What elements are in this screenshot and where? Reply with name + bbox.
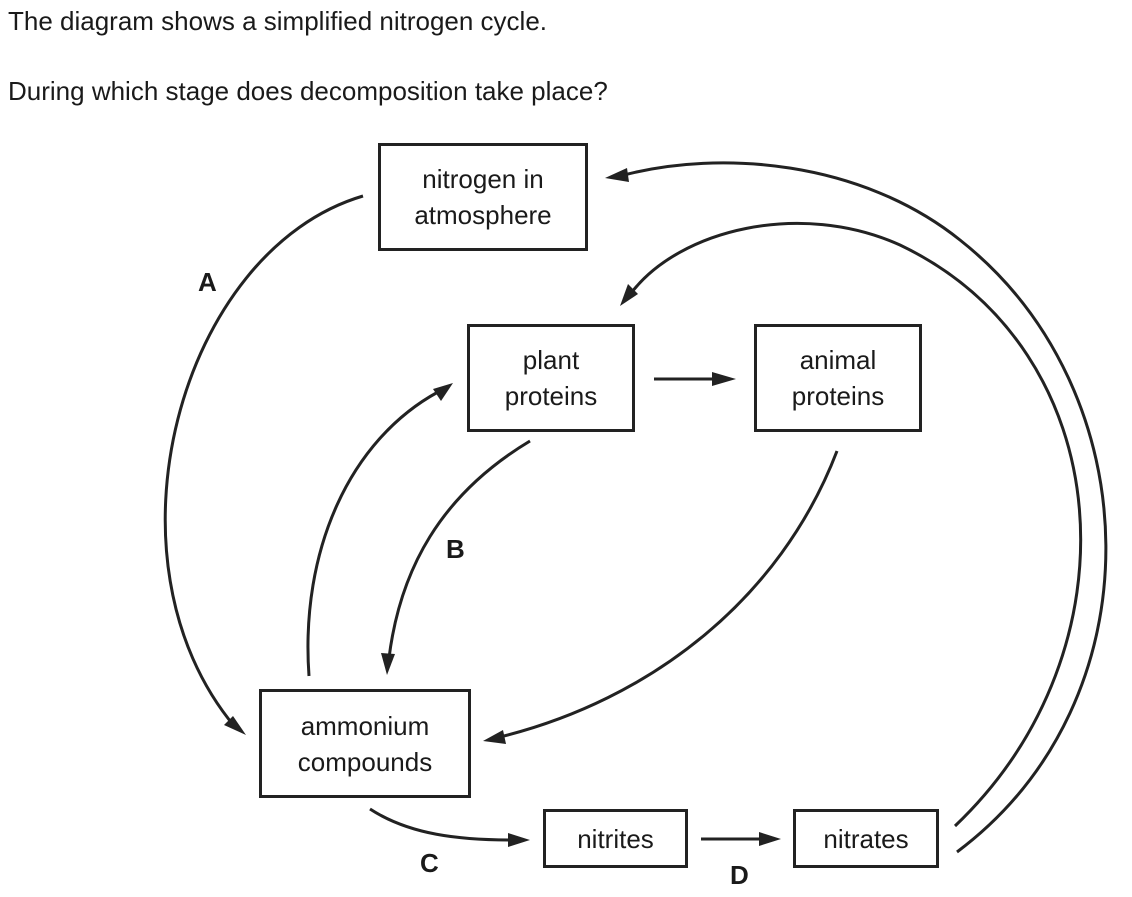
box-ammonium-compounds: ammonium compounds xyxy=(259,689,471,798)
arrowhead-atmosphere-to-ammonium xyxy=(224,716,246,735)
arrow-plant-to-ammonium xyxy=(387,439,531,659)
arrowhead-animal-to-ammonium xyxy=(483,730,506,744)
arrow-nitrates-to-atmosphere xyxy=(623,161,1108,854)
box-nitrogen-in-atmosphere: nitrogen in atmosphere xyxy=(378,143,588,251)
arrowhead-plant-to-animal xyxy=(712,372,736,386)
stage-label-c: C xyxy=(420,848,439,878)
arrowhead-plant-to-ammonium xyxy=(381,653,395,675)
arrow-ammonium-to-plant xyxy=(306,390,439,677)
arrow-nitrates-to-plant xyxy=(630,221,1083,828)
arrowhead-nitrates-to-plant xyxy=(620,284,638,306)
arrowhead-ammonium-to-plant xyxy=(433,383,453,401)
arrow-atmosphere-to-ammonium xyxy=(163,194,364,728)
arrow-animal-to-ammonium xyxy=(499,450,839,739)
arrowhead-nitrites-to-nitrates xyxy=(759,832,781,846)
stage-label-b: B xyxy=(446,534,465,564)
question-prompt: During which stage does decomposition ta… xyxy=(8,76,608,106)
box-nitrates: nitrates xyxy=(793,809,939,868)
question-intro: The diagram shows a simplified nitrogen … xyxy=(8,6,548,36)
stage-label-a: A xyxy=(198,267,217,297)
arrowhead-nitrates-to-atmosphere xyxy=(605,168,629,182)
arrowhead-ammonium-to-nitrites xyxy=(508,833,530,847)
box-nitrites: nitrites xyxy=(543,809,688,868)
box-animal-proteins: animal proteins xyxy=(754,324,922,432)
stage-label-d: D xyxy=(730,860,749,890)
box-plant-proteins: plant proteins xyxy=(467,324,635,432)
arrow-ammonium-to-nitrites xyxy=(369,807,513,842)
